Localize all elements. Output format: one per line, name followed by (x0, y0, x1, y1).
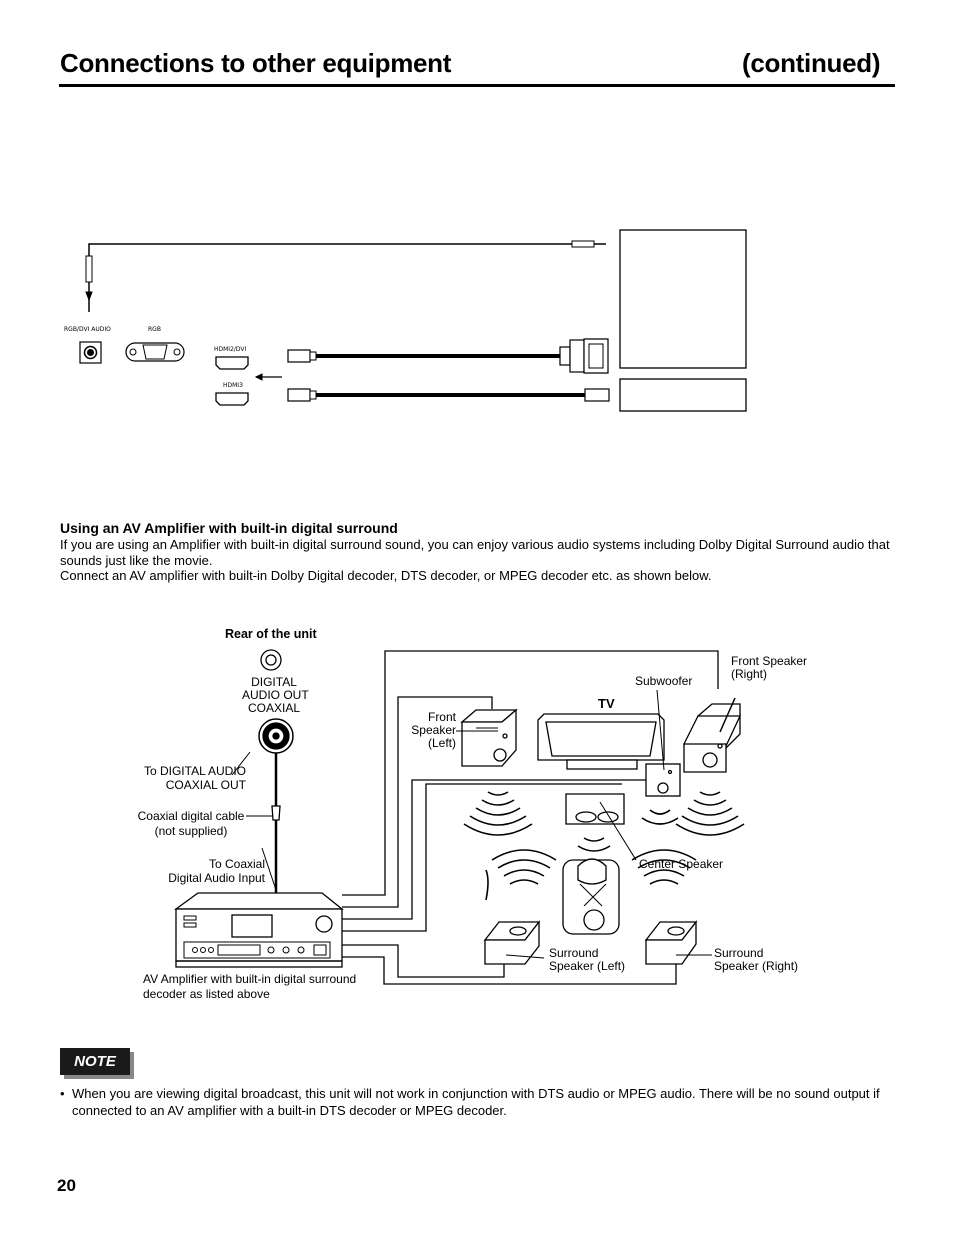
to-digital-audio-label: To DIGITAL AUDIO COAXIAL OUT (143, 764, 246, 792)
center-speaker-label: Center Speaker (639, 857, 724, 871)
rgb-label: RGB (148, 326, 161, 333)
note-bullet: • (60, 1086, 65, 1101)
rear-of-unit-label: Rear of the unit (225, 627, 317, 641)
subwoofer-label: Subwoofer (635, 674, 693, 688)
section-paragraph-1: If you are using an Amplifier with built… (60, 537, 890, 568)
rgb-dvi-audio-label: RGB/DVI AUDIO (64, 326, 111, 333)
section-paragraph-2: Connect an AV amplifier with built-in Do… (60, 568, 712, 583)
tv-label: TV (598, 696, 615, 711)
front-left-speaker-label: Front Speaker (Left) (411, 710, 456, 750)
to-coaxial-label: To Coaxial Digital Audio Input (168, 857, 265, 885)
hdmi2-label: HDMI2/DVI (214, 346, 247, 353)
section-heading: Using an AV Amplifier with built-in digi… (60, 520, 398, 536)
note-badge: NOTE (60, 1048, 130, 1075)
bottom-diagram (174, 649, 745, 985)
top-diagram (79, 229, 747, 412)
page-number: 20 (57, 1176, 76, 1195)
header-rule (59, 84, 895, 87)
note-item: • When you are viewing digital broadcast… (60, 1085, 900, 1119)
continued-label: (continued) (742, 48, 881, 78)
coaxial-cable-label: Coaxial digital cable (not supplied) (137, 809, 245, 838)
hdmi3-label: HDMI3 (223, 382, 243, 389)
surround-right-speaker-label: Surround Speaker (Right) (714, 946, 799, 973)
front-right-speaker-label: Front Speaker (Right) (731, 654, 808, 681)
digital-audio-out-label: DIGITAL AUDIO OUT COAXIAL (242, 675, 309, 715)
page-title: Connections to other equipment (60, 48, 452, 78)
amplifier-label: AV Amplifier with built-in digital surro… (143, 972, 357, 1001)
surround-left-speaker-label: Surround Speaker (Left) (549, 946, 626, 973)
note-text: When you are viewing digital broadcast, … (72, 1086, 880, 1118)
